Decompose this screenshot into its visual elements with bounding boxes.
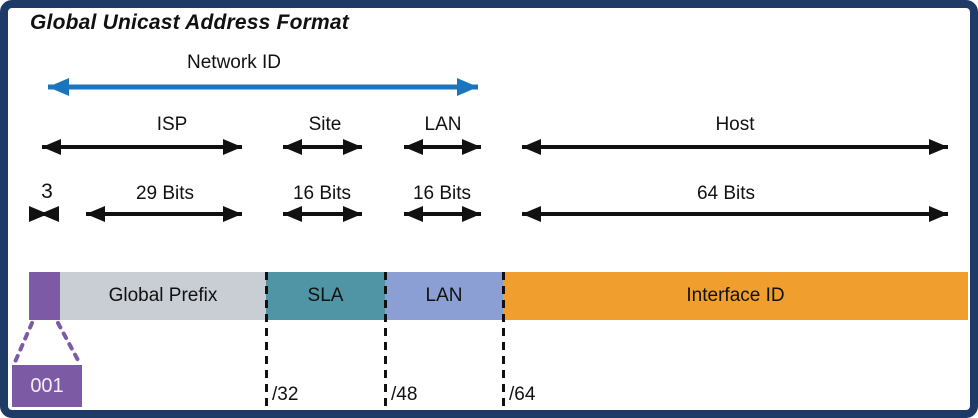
diagram-title: Global Unicast Address Format [30, 11, 349, 34]
isp-label: ISP [156, 114, 188, 135]
lan-label: LAN [424, 114, 462, 135]
site-bits-label: 16 Bits [292, 183, 352, 204]
lan-bits-label: 16 Bits [412, 183, 472, 204]
sla-segment-label: SLA [307, 285, 344, 306]
interface-id-segment-label: Interface ID [686, 285, 785, 306]
prefix-segment [29, 272, 60, 320]
isp-bits-label: 29 Bits [135, 183, 195, 204]
prefix-value-box: 001 [12, 365, 82, 407]
prefix-bits-label: 3 [41, 180, 53, 203]
prefix-funnel-right-dashed [56, 321, 81, 364]
lan-segment-label: LAN [425, 285, 463, 306]
address-format-bar: Global Prefix SLA LAN Interface ID [29, 272, 968, 320]
boundary-32-label: /32 [272, 384, 299, 405]
lan-segment: LAN [385, 272, 503, 320]
boundary-48-label: /48 [391, 384, 418, 405]
prefix-value-label: 001 [30, 374, 64, 397]
global-prefix-segment: Global Prefix [60, 272, 266, 320]
sla-segment: SLA [266, 272, 385, 320]
host-label: Host [715, 114, 755, 135]
network-id-label: Network ID [187, 52, 281, 73]
host-bits-label: 64 Bits [696, 183, 756, 204]
site-label: Site [308, 114, 342, 135]
prefix-funnel-left-dashed [13, 321, 34, 364]
global-prefix-segment-label: Global Prefix [108, 285, 218, 306]
boundary-64-label: /64 [509, 384, 536, 405]
interface-id-segment: Interface ID [503, 272, 968, 320]
